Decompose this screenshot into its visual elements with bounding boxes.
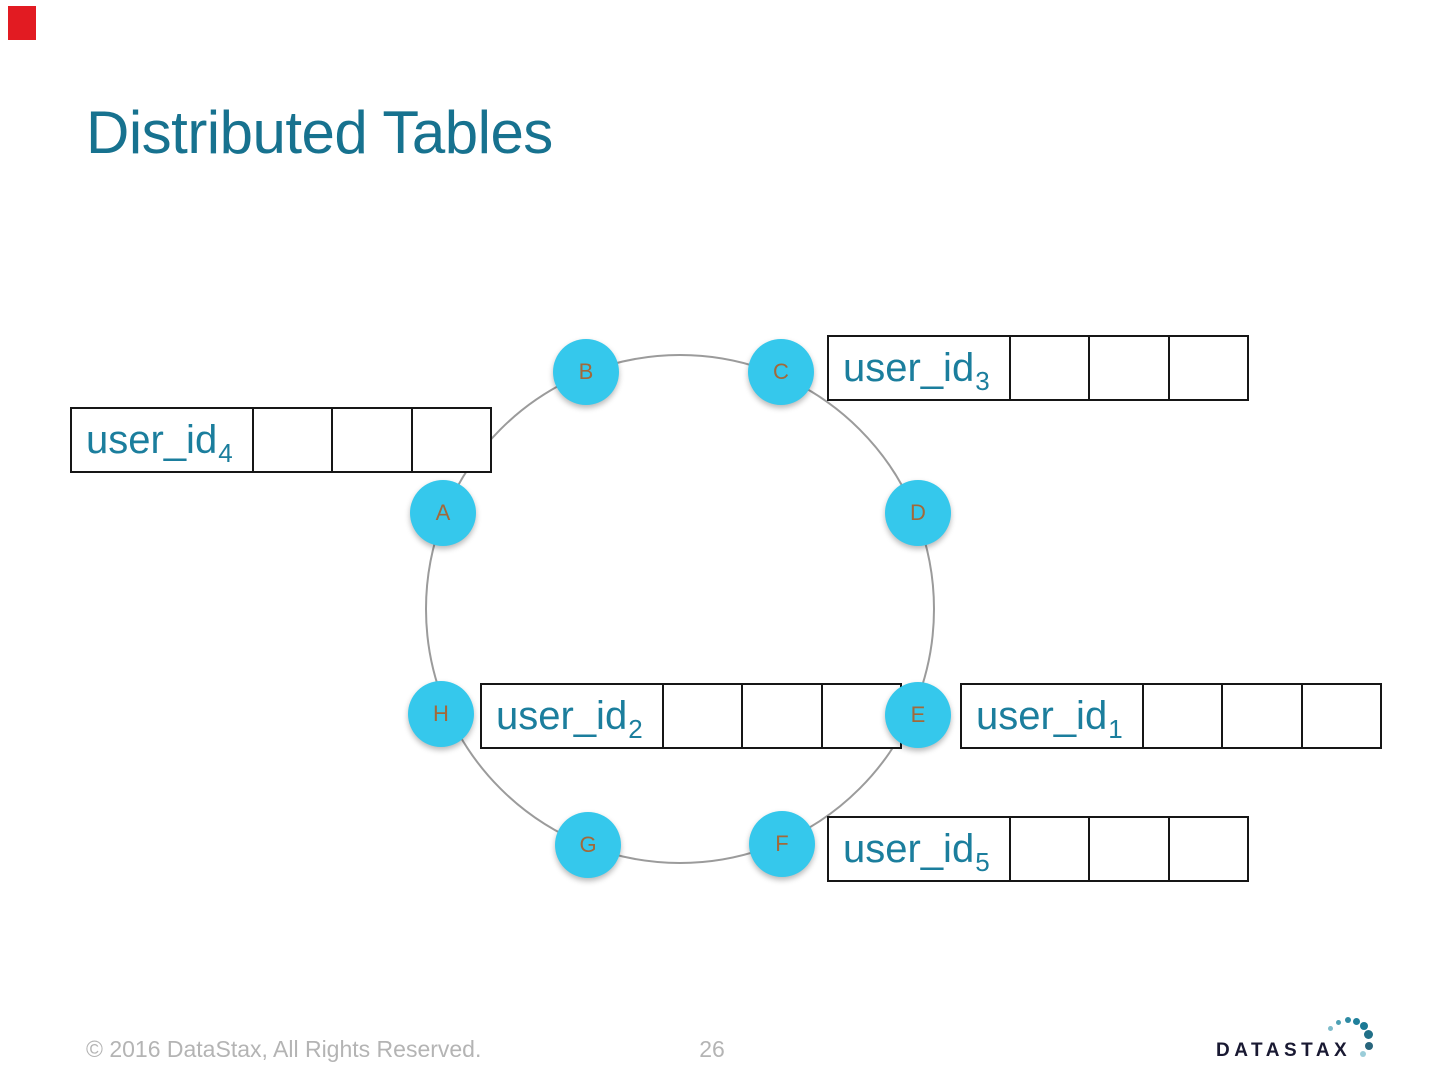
token-ring-circle <box>425 354 935 864</box>
table-label-subscript: 2 <box>628 713 643 744</box>
ring-node-b: B <box>553 339 619 405</box>
table-label-cell: user_id4 <box>72 409 252 471</box>
table-cell <box>1167 337 1247 399</box>
table-cell <box>331 409 410 471</box>
table-cell <box>1088 337 1167 399</box>
ring-node-a: A <box>410 480 476 546</box>
ring-node-f: F <box>749 811 815 877</box>
datastax-logo-text: DATASTAX <box>1216 1040 1352 1061</box>
table-cell <box>1221 685 1300 747</box>
table-cell <box>1009 337 1088 399</box>
table-cell <box>1300 685 1380 747</box>
table-cell <box>252 409 331 471</box>
table-label-cell: user_id2 <box>482 685 662 747</box>
table-label-cell: user_id5 <box>829 818 1009 880</box>
node-letter: E <box>910 702 926 727</box>
node-letter: A <box>435 500 451 525</box>
footer-page-number: 26 <box>699 1036 725 1062</box>
table-label-subscript: 1 <box>1108 713 1123 744</box>
table-label-cell: user_id3 <box>829 337 1009 399</box>
logo-dot <box>1360 1051 1366 1057</box>
node-letter: F <box>775 831 789 856</box>
logo-dot <box>1328 1026 1333 1031</box>
node-letter: G <box>579 832 597 857</box>
node-letter: B <box>578 359 594 384</box>
table-label: user_id5 <box>843 826 990 877</box>
slide-title: Distributed Tables <box>86 99 553 166</box>
logo-dot <box>1365 1042 1373 1050</box>
table-label: user_id4 <box>86 417 233 468</box>
logo-dot <box>1345 1017 1351 1023</box>
table-user-id-3: user_id3 <box>827 335 1249 401</box>
table-user-id-5: user_id5 <box>827 816 1249 882</box>
logo-dot <box>1360 1022 1368 1030</box>
table-cell <box>410 409 490 471</box>
table-cell <box>1009 818 1088 880</box>
table-cell <box>820 685 900 747</box>
table-user-id-2: user_id2 <box>480 683 902 749</box>
ring-node-c: C <box>748 339 814 405</box>
logo-dot <box>1336 1020 1341 1025</box>
node-letter: C <box>773 359 789 384</box>
table-user-id-4: user_id4 <box>70 407 492 473</box>
table-label: user_id3 <box>843 345 990 396</box>
ring-node-h: H <box>408 681 474 747</box>
datastax-logo: DATASTAX <box>1210 1016 1388 1070</box>
footer-copyright: © 2016 DataStax, All Rights Reserved. <box>86 1036 482 1062</box>
logo-dot <box>1364 1030 1373 1039</box>
ring-node-e: E <box>885 682 951 748</box>
table-cell <box>1088 818 1167 880</box>
table-label-subscript: 4 <box>218 437 233 468</box>
datastax-logo-dots <box>1210 1016 1388 1070</box>
corner-red-tab <box>8 6 36 40</box>
table-label-cell: user_id1 <box>962 685 1142 747</box>
node-letter: H <box>433 701 449 726</box>
logo-dot <box>1353 1018 1360 1025</box>
table-cell <box>1142 685 1221 747</box>
table-label-subscript: 5 <box>975 846 990 877</box>
table-cell <box>741 685 820 747</box>
node-letter: D <box>910 500 926 525</box>
table-label: user_id1 <box>976 693 1123 744</box>
table-cell <box>662 685 741 747</box>
table-label: user_id2 <box>496 693 643 744</box>
table-user-id-1: user_id1 <box>960 683 1382 749</box>
table-cell <box>1167 818 1247 880</box>
ring-node-g: G <box>555 812 621 878</box>
ring-node-d: D <box>885 480 951 546</box>
table-label-subscript: 3 <box>975 365 990 396</box>
